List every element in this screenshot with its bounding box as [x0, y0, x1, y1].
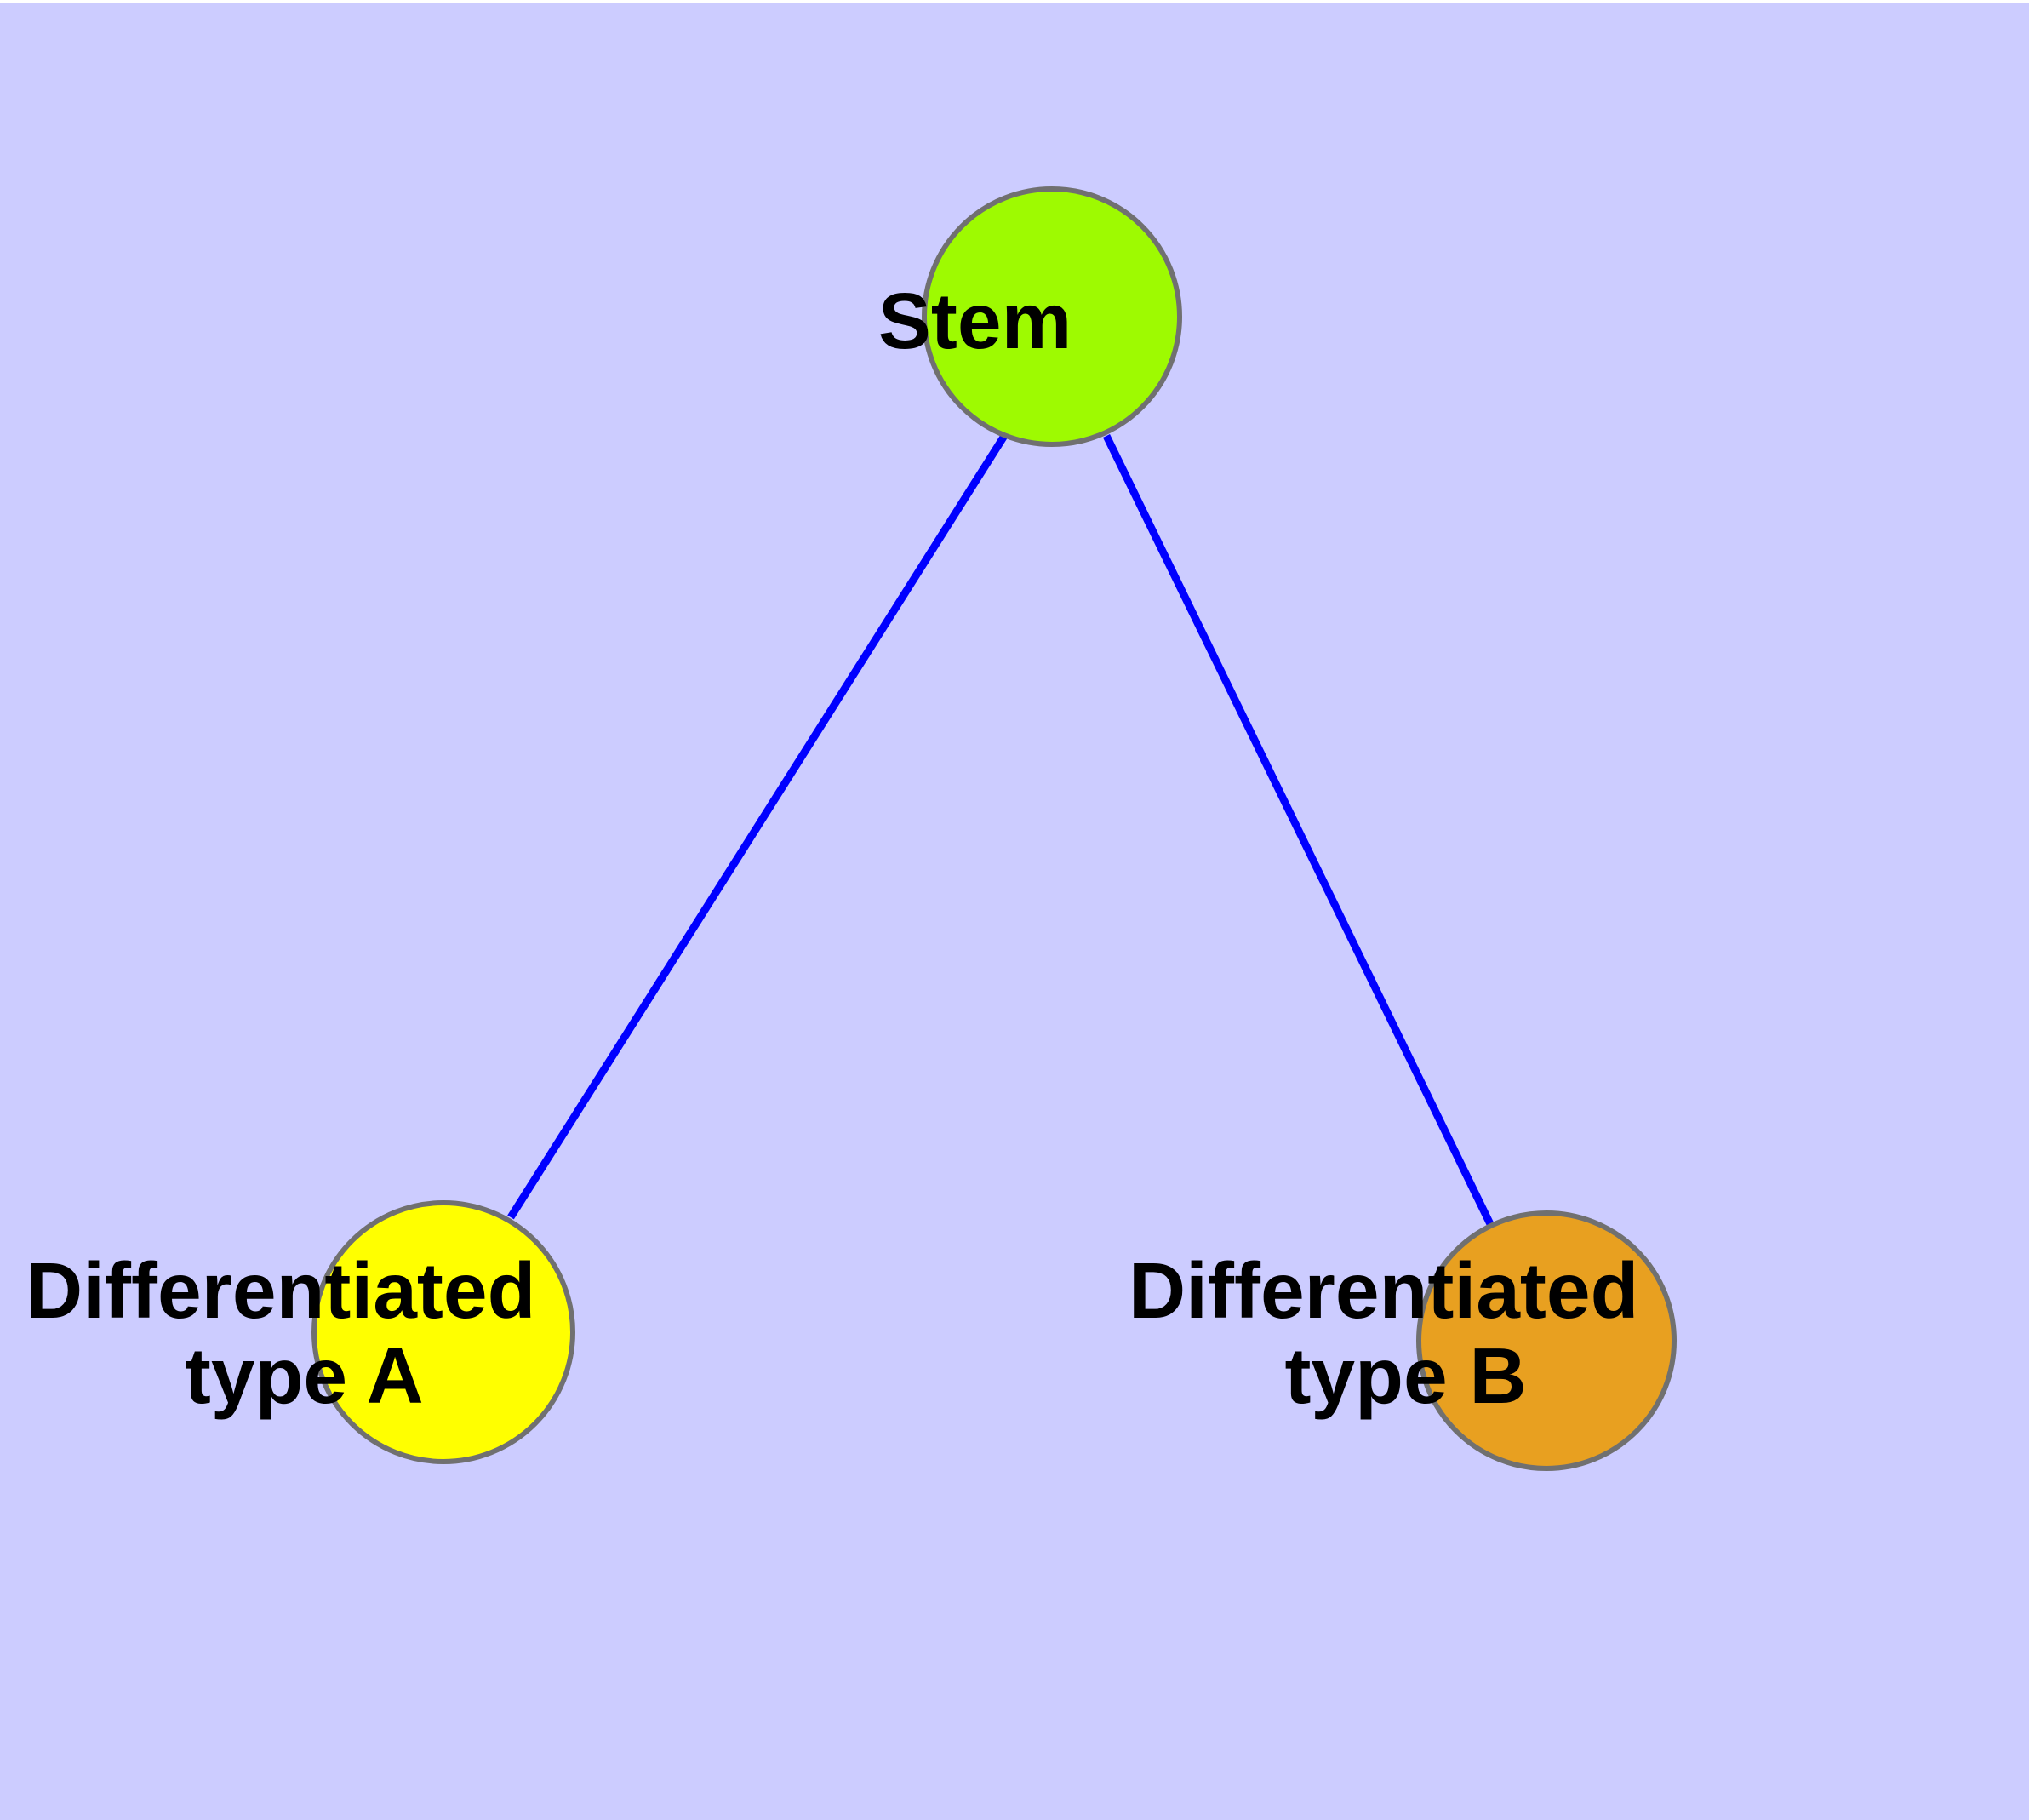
- node-circle-stem[interactable]: [922, 186, 1182, 447]
- nodes-group: [311, 186, 1677, 1471]
- node-label-differentiated-type-b-line-1: Differentiated: [1129, 1246, 1638, 1335]
- edge-stem-to-differentiated-type-b[interactable]: [1102, 434, 1495, 1228]
- node-circle-differentiated-type-b[interactable]: [1416, 1210, 1677, 1471]
- node-label-differentiated-type-a-line-2: type A: [185, 1331, 422, 1420]
- node-label-stem: Stem: [878, 277, 1226, 365]
- node-circle-differentiated-type-a[interactable]: [311, 1200, 575, 1464]
- edge-stem-to-differentiated-type-a[interactable]: [507, 433, 1008, 1220]
- edges-group: [507, 433, 1495, 1228]
- node-label-differentiated-type-b-line-2: type B: [1284, 1331, 1526, 1420]
- node-labels-group: Stem Differentiated type A Differentiate…: [26, 277, 1837, 1420]
- node-label-differentiated-type-a: Differentiated type A: [26, 1246, 734, 1420]
- node-label-differentiated-type-b: Differentiated type B: [1129, 1246, 1837, 1420]
- node-label-stem-line-1: Stem: [878, 277, 1072, 365]
- node-label-differentiated-type-a-line-1: Differentiated: [26, 1246, 535, 1335]
